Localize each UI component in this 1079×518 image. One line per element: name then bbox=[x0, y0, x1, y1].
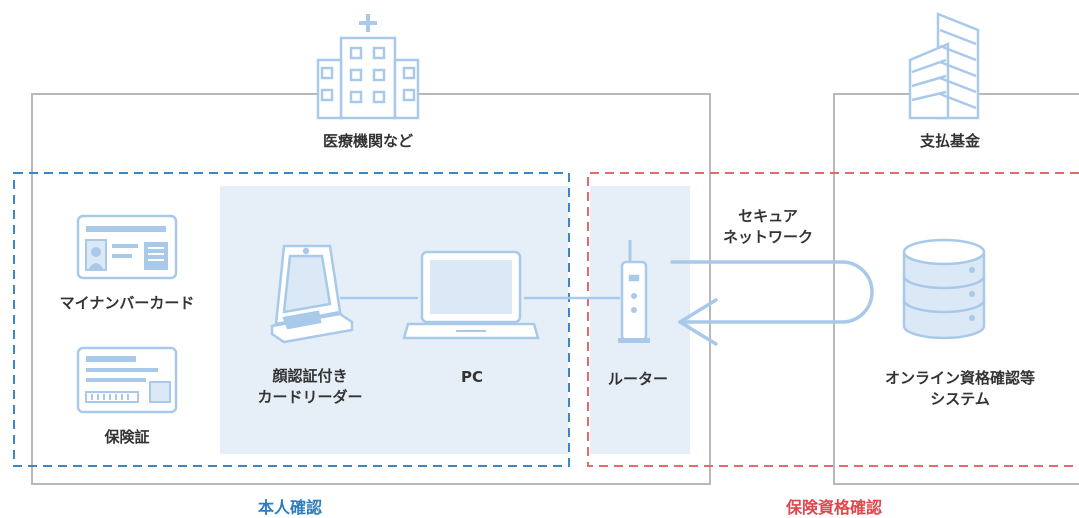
hospital-building-icon bbox=[316, 14, 420, 120]
insurance-card-label: 保険証 bbox=[104, 428, 150, 446]
card-reader-label-line1: 顔認証付き bbox=[272, 367, 348, 385]
system-label-line1: オンライン資格確認等 bbox=[884, 369, 1036, 387]
secure-network-arrow bbox=[670, 260, 874, 346]
online-qualification-system-label: オンライン資格確認等 システム bbox=[885, 368, 1035, 410]
insurance-card-icon bbox=[76, 346, 178, 414]
pc-label: PC bbox=[460, 368, 484, 386]
secure-network-label-line1: セキュア bbox=[738, 207, 798, 225]
database-icon bbox=[902, 238, 986, 340]
insurance-verification-zone bbox=[587, 172, 1079, 467]
card-reader-label-line2: カードリーダー bbox=[257, 388, 363, 406]
my-number-card-label: マイナンバーカード bbox=[59, 294, 195, 312]
face-auth-card-reader-icon bbox=[270, 244, 354, 344]
payment-fund-label: 支払基金 bbox=[919, 132, 981, 150]
insurance-verification-label: 保険資格確認 bbox=[785, 498, 883, 517]
identity-verification-label: 本人確認 bbox=[257, 498, 323, 517]
secure-network-label-line2: ネットワーク bbox=[722, 228, 814, 246]
id-card-icon bbox=[76, 214, 178, 280]
system-label-line2: システム bbox=[930, 390, 990, 408]
identity-verification-zone bbox=[13, 172, 570, 467]
router-label: ルーター bbox=[607, 370, 669, 388]
router-icon bbox=[618, 240, 650, 343]
card-reader-label: 顔認証付き カードリーダー bbox=[257, 366, 362, 408]
laptop-icon bbox=[402, 250, 540, 340]
office-building-icon bbox=[908, 12, 980, 120]
secure-network-label: セキュア ネットワーク bbox=[723, 206, 813, 248]
medical-institution-label: 医療機関など bbox=[322, 132, 414, 150]
